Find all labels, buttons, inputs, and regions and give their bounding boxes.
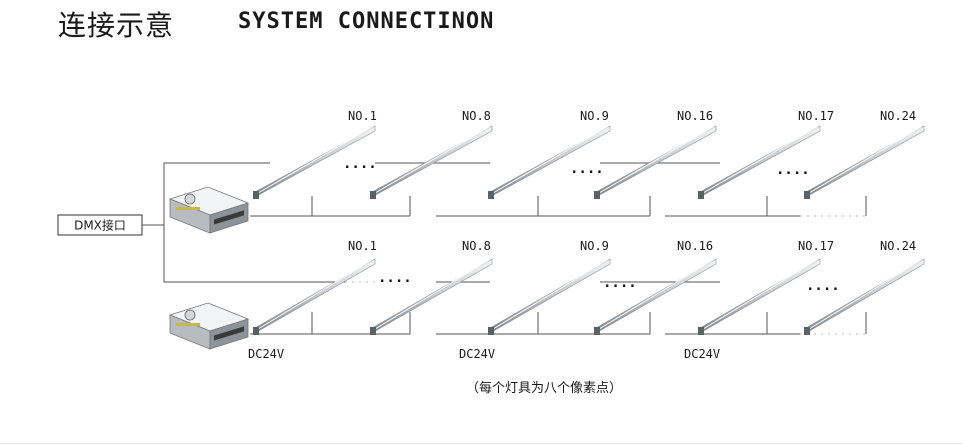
dmx-label: DMX接口: [74, 218, 126, 233]
row2-label-4: NO.16: [677, 239, 713, 253]
power-labels: DC24V DC24V DC24V: [248, 347, 720, 361]
row2-gap-dots-1: ....: [378, 270, 412, 286]
row1-label-4: NO.16: [677, 109, 713, 123]
row1-gap-dots-1: ....: [343, 156, 377, 172]
title-english: SYSTEM CONNECTINON: [238, 9, 495, 34]
light-bar-4: [594, 125, 717, 199]
gap-dots: .... .... .... .... .... ....: [343, 156, 840, 294]
row1-label-2: NO.8: [462, 109, 491, 123]
row1-wiring: [250, 162, 867, 217]
row2-label-1: NO.1: [348, 239, 377, 253]
power-label-2: DC24V: [459, 347, 495, 361]
light-bar-8: [370, 258, 493, 335]
row2-labels: NO.1 NO.8 NO.9 NO.16 NO.17 NO.24: [348, 239, 916, 253]
power-supply-1: [168, 186, 250, 234]
row2-label-3: NO.9: [580, 239, 609, 253]
row1-label-1: NO.1: [348, 109, 377, 123]
light-bar-9: [488, 258, 611, 335]
light-bar-3: [488, 125, 611, 199]
light-bar-10: [594, 258, 717, 335]
row1-labels: NO.1 NO.8 NO.9 NO.16 NO.17 NO.24: [348, 109, 916, 123]
row1-label-5: NO.17: [798, 109, 834, 123]
row2-wiring: [250, 281, 867, 335]
light-bar-7: [253, 258, 376, 335]
row2-label-2: NO.8: [462, 239, 491, 253]
light-bar-5: [698, 125, 821, 199]
light-bar-2: [370, 125, 493, 199]
light-bar-1: [253, 125, 376, 199]
title-chinese: 连接示意: [58, 9, 175, 42]
light-bar-6: [804, 125, 925, 199]
row2-label-6: NO.24: [880, 239, 916, 253]
pixel-note: （每个灯具为八个像素点）: [466, 380, 622, 396]
power-supply-2: [168, 302, 250, 350]
row2-label-5: NO.17: [798, 239, 834, 253]
row1-label-6: NO.24: [880, 109, 916, 123]
dmx-interface: DMX接口: [57, 214, 143, 236]
light-bar-12: [804, 258, 925, 335]
light-bars: [253, 125, 925, 335]
row1-gap-dots-2: ....: [570, 161, 604, 177]
power-label-1: DC24V: [248, 347, 284, 361]
power-label-3: DC24V: [684, 347, 720, 361]
row2-gap-dots-3: ....: [806, 278, 840, 294]
light-bar-11: [698, 258, 821, 335]
row1-label-3: NO.9: [580, 109, 609, 123]
dmx-trunk: [142, 162, 270, 283]
row1-gap-dots-3: ....: [776, 162, 810, 178]
row2-gap-dots-2: ....: [603, 275, 637, 291]
